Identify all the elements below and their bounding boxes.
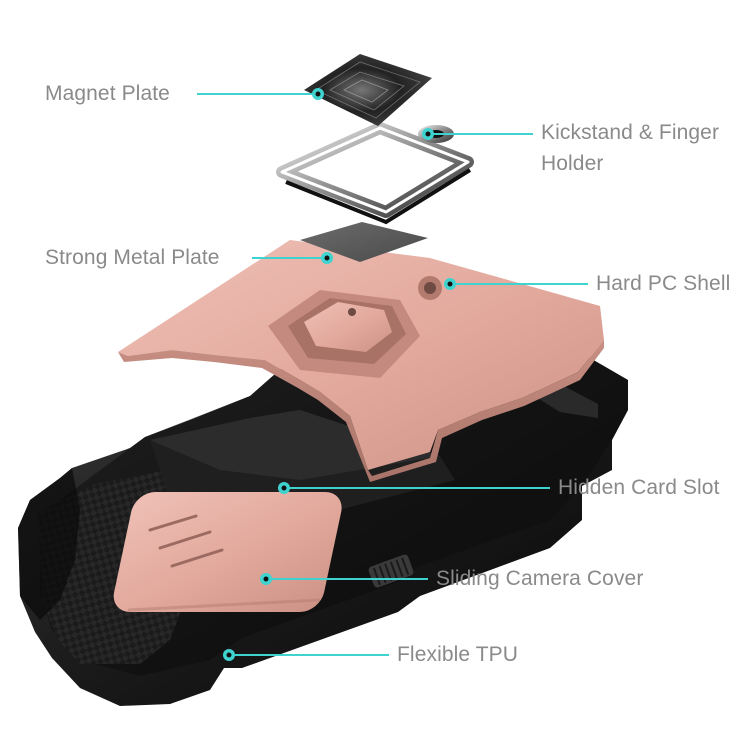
label-hard-pc-shell: Hard PC Shell xyxy=(596,272,731,295)
leader-dot-center-strong-metal-plate xyxy=(324,255,330,261)
leader-dot-center-kickstand-finger-holder xyxy=(425,131,431,137)
label-kickstand-finger-holder-line2: Holder xyxy=(541,152,604,175)
ring-holder-base xyxy=(268,290,420,378)
label-kickstand-finger-holder: Kickstand & Finger xyxy=(541,121,720,144)
label-strong-metal-plate: Strong Metal Plate xyxy=(45,246,220,269)
label-flexible-tpu: Flexible TPU xyxy=(397,643,519,666)
label-magnet-plate: Magnet Plate xyxy=(45,82,170,105)
callout-leaders xyxy=(197,88,588,661)
strong-metal-plate xyxy=(300,222,428,262)
leader-dot-center-hard-pc-shell xyxy=(447,281,453,287)
leader-dot-center-magnet-plate xyxy=(315,91,321,97)
magnet-plate xyxy=(304,54,432,126)
label-sliding-camera-cover: Sliding Camera Cover xyxy=(436,567,644,590)
leader-dot-center-flexible-tpu xyxy=(226,652,232,658)
leader-dot-center-hidden-card-slot xyxy=(281,485,287,491)
sliding-camera-cover xyxy=(113,492,342,612)
leader-dot-center-sliding-camera-cover xyxy=(263,576,269,582)
label-hidden-card-slot: Hidden Card Slot xyxy=(558,476,720,499)
kickstand-finger-holder xyxy=(276,122,474,225)
